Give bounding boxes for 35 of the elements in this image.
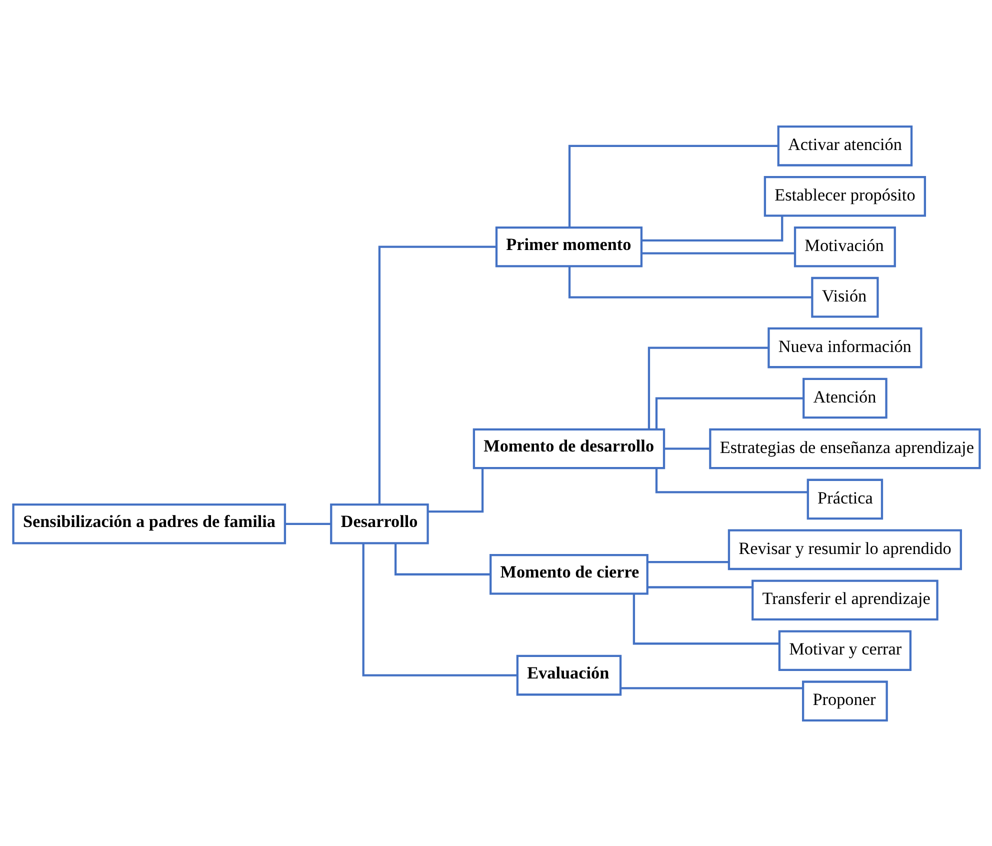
- connector: [632, 594, 779, 644]
- connector: [640, 252, 794, 254]
- connector: [647, 560, 728, 563]
- connector: [620, 686, 802, 689]
- connector: [378, 245, 496, 504]
- connector: [664, 447, 710, 450]
- connector: [654, 396, 804, 429]
- connector: [654, 468, 808, 493]
- node-box: Motivar y cerrar: [778, 630, 912, 670]
- node-box: Establecer propósito: [763, 176, 926, 216]
- node-box: Sensibilización a padres de familia: [12, 503, 286, 544]
- node-box: Activar atención: [776, 125, 912, 166]
- node-box: Momento de desarrollo: [472, 428, 665, 469]
- node-box: Visión: [810, 276, 878, 318]
- connector: [427, 468, 484, 512]
- node-box: Proponer: [802, 680, 888, 721]
- connector: [284, 522, 331, 524]
- connector: [647, 586, 752, 588]
- node-box: Evaluación: [516, 654, 622, 696]
- node-box: Práctica: [806, 478, 883, 520]
- node-box: Momento de cierre: [489, 553, 648, 594]
- node-box: Nueva información: [767, 326, 922, 368]
- connector: [362, 542, 517, 676]
- node-box: Transferir el aprendizaje: [751, 579, 938, 620]
- connector: [641, 215, 783, 241]
- node-box: Revisar y resumir lo aprendido: [727, 528, 962, 570]
- node-box: Primer momento: [494, 226, 642, 267]
- connector: [568, 266, 812, 298]
- node-box: Atención: [802, 377, 887, 418]
- node-box: Estrategias de enseñanza aprendizaje: [708, 428, 980, 469]
- connector: [647, 346, 768, 429]
- node-box: Motivación: [793, 226, 896, 267]
- connector: [568, 144, 778, 227]
- connector: [394, 542, 490, 575]
- node-box: Desarrollo: [330, 503, 428, 544]
